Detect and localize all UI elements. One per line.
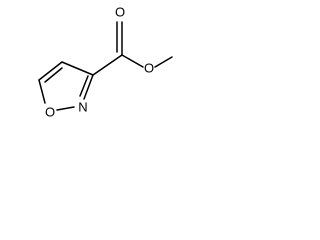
molecule-drawing: O O N O: [38, 4, 173, 119]
bond-c3-n2: [83, 74, 94, 100]
atom-label-ring-nitrogen: N: [78, 99, 87, 114]
bond-c4-c3: [61, 61, 94, 76]
atom-label-ring-oxygen: O: [45, 104, 55, 119]
structure-diagram: O O N O: [0, 0, 176, 126]
atom-label-carbonyl-oxygen: O: [115, 4, 125, 19]
bond-c5-c4: [38, 61, 63, 81]
bond-c3-n2-double: [79, 75, 89, 97]
bond-ccarbonyl-oester: [121, 54, 144, 68]
atom-label-ester-oxygen: O: [144, 60, 154, 75]
bond-oester-methyl: [154, 56, 173, 68]
bond-n2-o1: [56, 106, 75, 111]
bond-o1-c5: [38, 79, 46, 104]
bond-c3-ccarbonyl: [92, 54, 123, 76]
bond-c5-c4-double: [44, 67, 63, 83]
